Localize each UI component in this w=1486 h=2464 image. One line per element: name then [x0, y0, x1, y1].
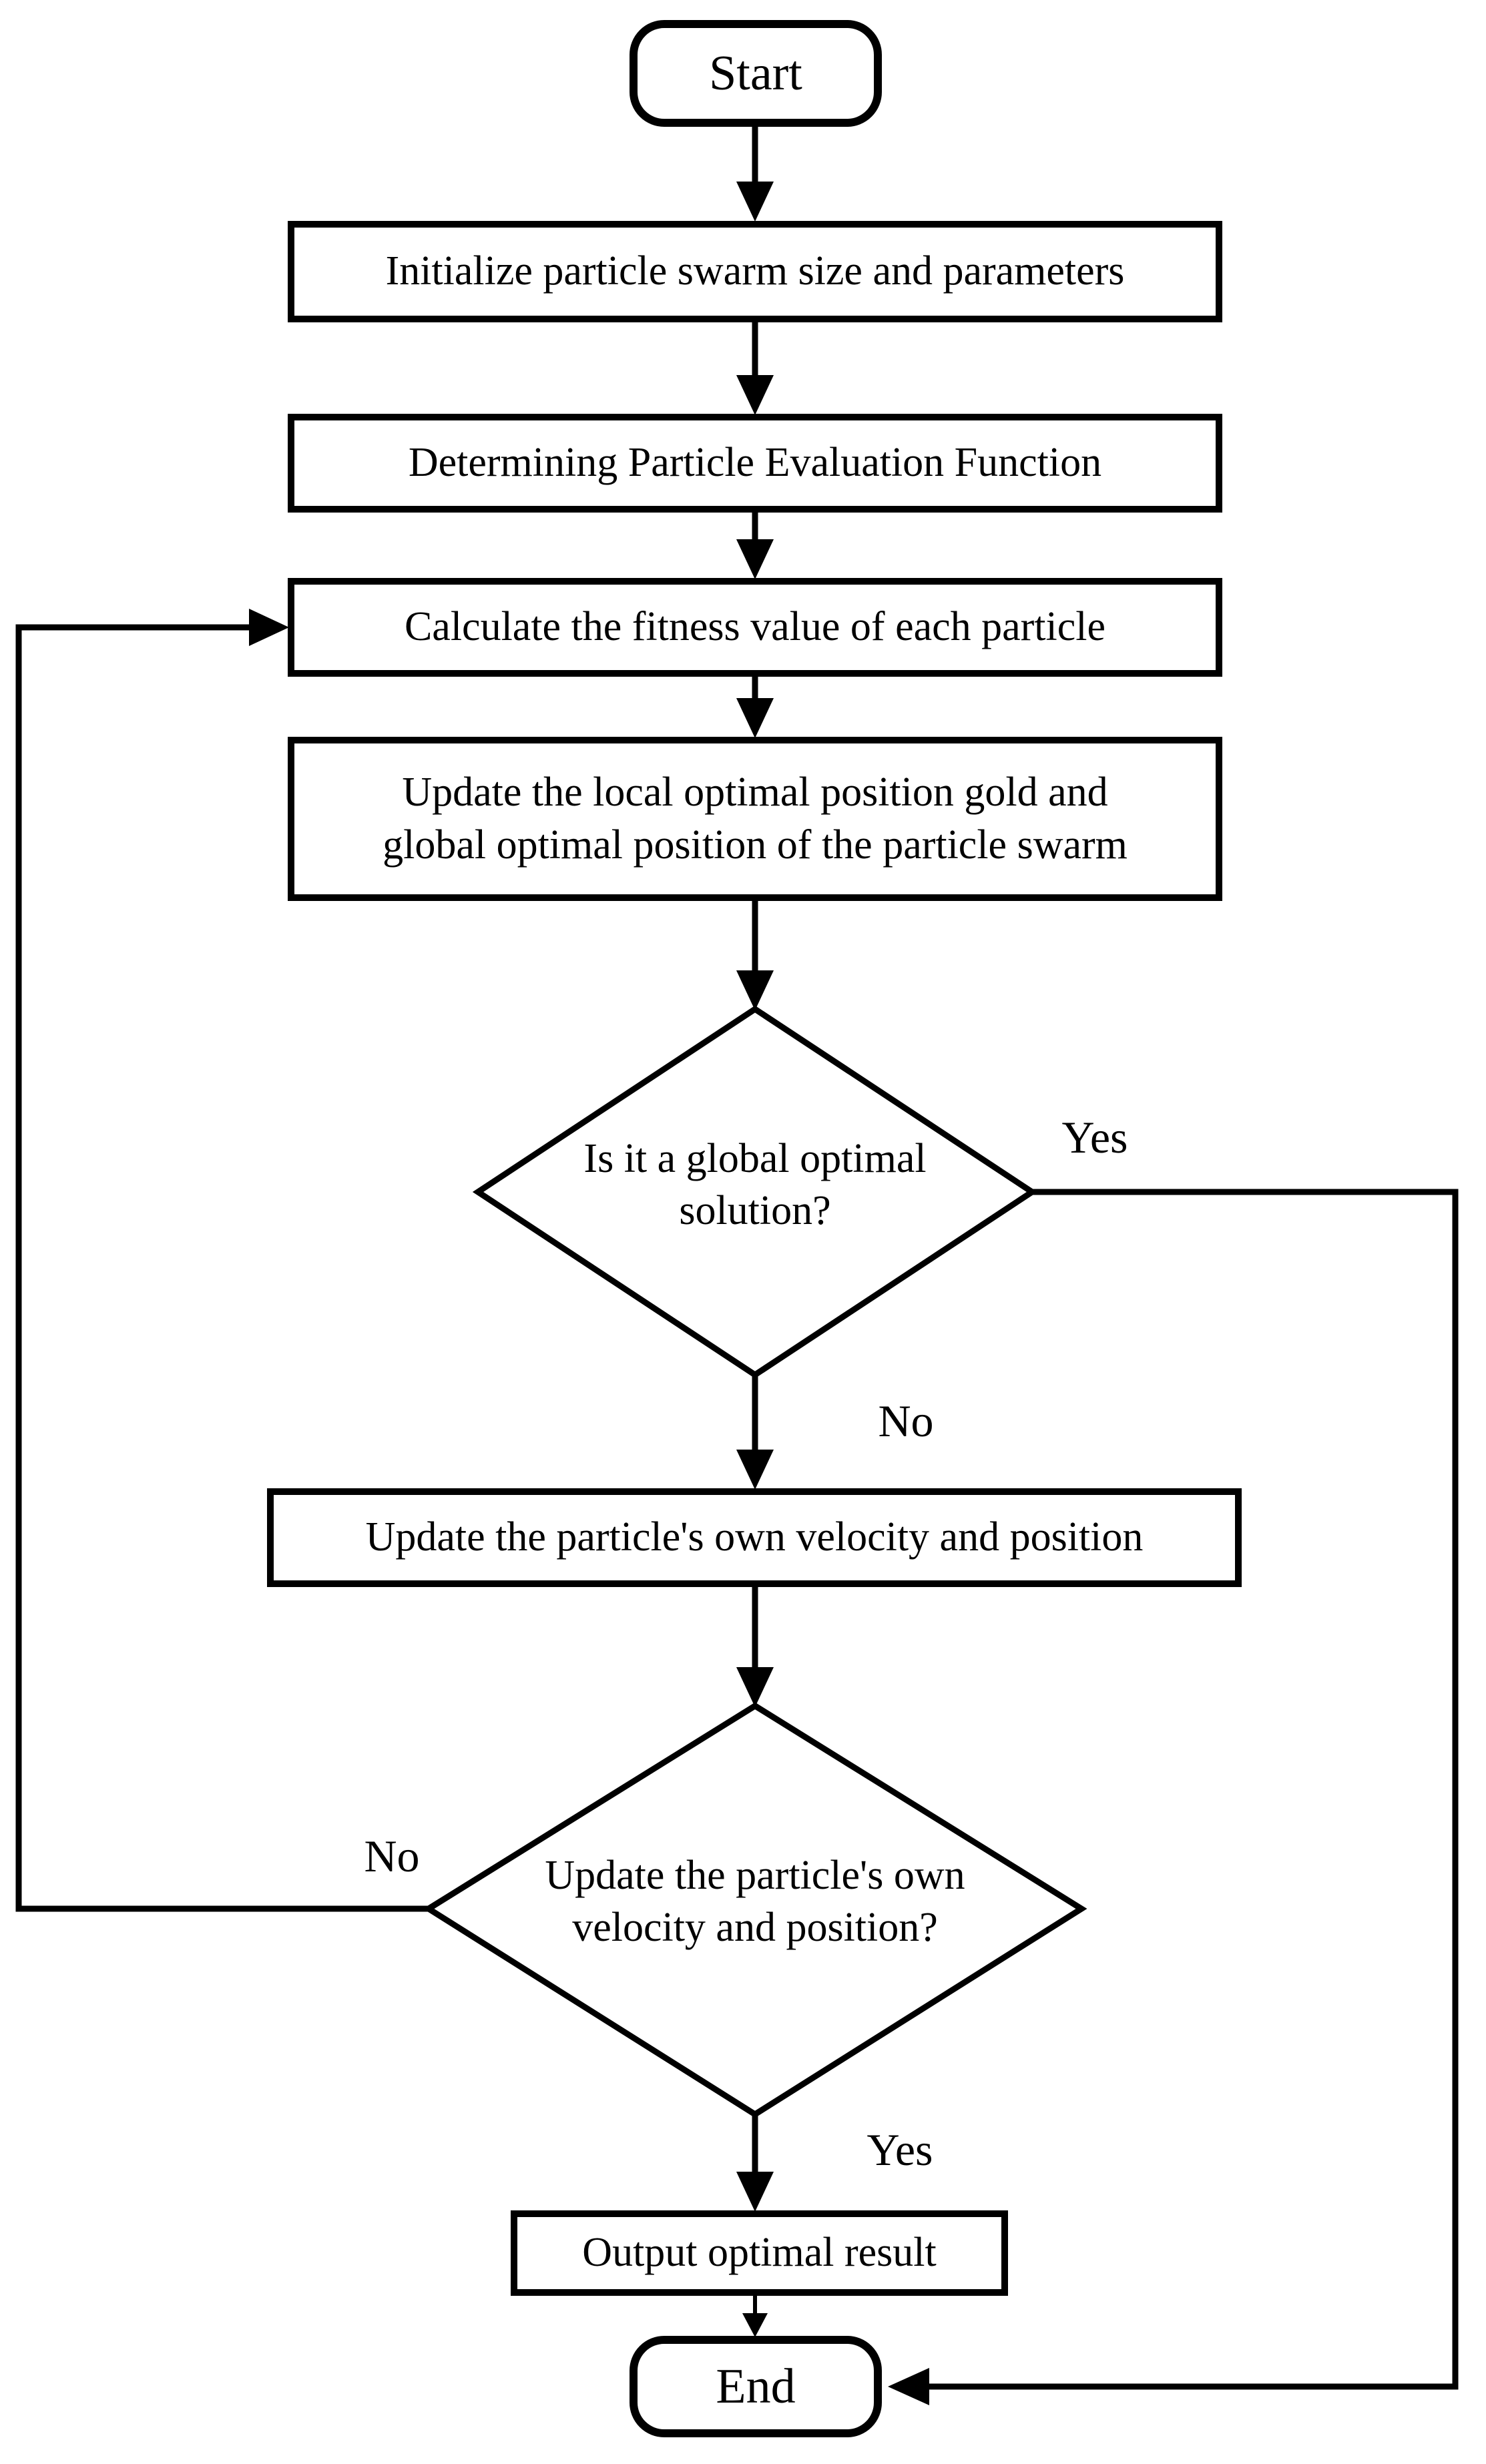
- arrowhead-yes-rail-end: [888, 2368, 929, 2405]
- node-update-optimal-line1: Update the local optimal position gold a…: [402, 769, 1108, 815]
- arrowhead-eval-fitness: [736, 539, 774, 579]
- node-update-optimal: Update the local optimal position gold a…: [288, 737, 1222, 901]
- node-start-label: Start: [709, 45, 802, 101]
- decision-velocity-shape: [423, 1702, 1087, 2118]
- arrowhead-start-init: [736, 182, 774, 222]
- decision-velocity-line1: Update the particle's own: [545, 1853, 965, 1898]
- node-start: Start: [630, 20, 882, 127]
- node-initialize: Initialize particle swarm size and param…: [288, 221, 1222, 322]
- decision-global-line2: solution?: [679, 1187, 831, 1233]
- edge-label-velocity-no: No: [364, 1831, 420, 1881]
- arrowhead-init-eval: [736, 375, 774, 415]
- arrowhead-updateoptimal-decision1: [736, 970, 774, 1010]
- node-decision-velocity-label: Update the particle's own velocity and p…: [435, 1850, 1075, 1953]
- arrowhead-no-rail-fitness: [249, 609, 289, 646]
- node-end-label: End: [716, 2359, 796, 2414]
- node-end: End: [630, 2336, 882, 2437]
- node-output-result: Output optimal result: [511, 2210, 1008, 2296]
- node-decision-global-label: Is it a global optimal solution?: [455, 1133, 1055, 1237]
- node-initialize-label: Initialize particle swarm size and param…: [385, 248, 1125, 294]
- arrowhead-updatevelocity-decision2: [736, 1667, 774, 1707]
- node-update-optimal-line2: global optimal position of the particle …: [383, 822, 1128, 868]
- node-determine-evaluation: Determining Particle Evaluation Function: [288, 414, 1222, 513]
- node-update-velocity-label: Update the particle's own velocity and p…: [365, 1514, 1144, 1560]
- node-calculate-fitness-label: Calculate the fitness value of each part…: [404, 604, 1106, 650]
- arrowhead-decision1-no: [736, 1450, 774, 1490]
- node-calculate-fitness: Calculate the fitness value of each part…: [288, 578, 1222, 677]
- arrowhead-decision2-yes: [736, 2172, 774, 2212]
- node-update-velocity: Update the particle's own velocity and p…: [267, 1488, 1242, 1587]
- node-output-result-label: Output optimal result: [582, 2230, 937, 2276]
- edge-label-global-yes: Yes: [1061, 1112, 1128, 1163]
- edge-label-velocity-yes: Yes: [866, 2124, 933, 2175]
- node-determine-evaluation-label: Determining Particle Evaluation Function: [408, 440, 1102, 486]
- edge-decision2-no-rail: [15, 624, 429, 1912]
- arrowhead-output-end: [742, 2313, 768, 2337]
- arrowhead-fitness-updateoptimal: [736, 698, 774, 738]
- decision-velocity-line2: velocity and position?: [572, 1904, 938, 1950]
- edge-label-global-no: No: [878, 1396, 934, 1446]
- decision-global-line1: Is it a global optimal: [583, 1136, 927, 1181]
- decision-global-shape: [472, 1005, 1038, 1379]
- edge-decision1-yes-rail: [929, 1189, 1459, 2390]
